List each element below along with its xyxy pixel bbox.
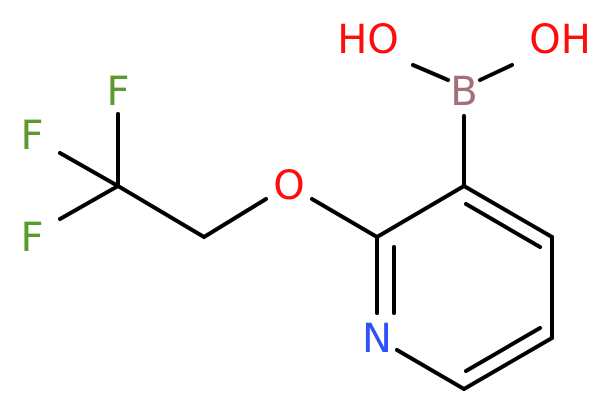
bond-o-ch2 <box>202 197 268 239</box>
boron-label: B <box>450 69 477 115</box>
bond-c6-n <box>395 348 466 391</box>
ether-oxygen-label: O <box>273 163 304 209</box>
fluorine-label-top: F <box>106 69 129 115</box>
bond-c-f-upper-left <box>58 151 120 188</box>
bond-b-oh-right <box>478 63 514 82</box>
hydroxyl-label-right: OH <box>529 17 591 63</box>
atom-label-layer: HO OH B O N F F F <box>20 17 590 362</box>
bond-c2-c3 <box>375 184 466 239</box>
bond-c2-o <box>310 197 379 239</box>
bond-c-f-lower-left <box>58 184 120 221</box>
bond-c5-c6 <box>462 336 554 391</box>
bond-ch2-cf3 <box>116 184 206 239</box>
bond-c5-c6-inner <box>464 326 542 373</box>
bond-c3-c4-inner <box>464 202 542 249</box>
bond-layer <box>58 63 554 391</box>
fluorine-label-upper-left: F <box>20 113 43 159</box>
bond-b-oh-left <box>411 63 450 82</box>
bond-c3-c4 <box>462 184 554 239</box>
fluorine-label-lower-left: F <box>20 215 43 261</box>
hydroxyl-label-left: HO <box>337 17 399 63</box>
pyridine-nitrogen-label: N <box>362 316 392 362</box>
